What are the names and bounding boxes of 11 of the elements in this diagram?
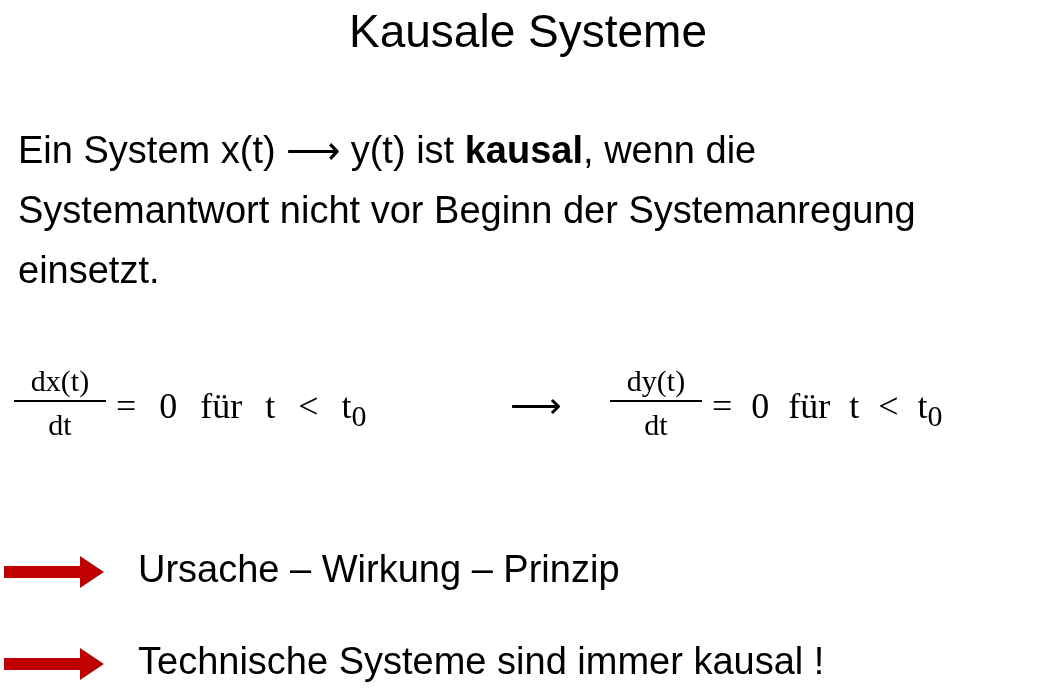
definition-paragraph: Ein System x(t) ⟶ y(t) ist kausal, wenn die Systemantwort nicht vor Beginn der Systemanregung einsetzt. <box>18 128 917 293</box>
condition-text: = 0 für t < t$_{0}$ <box>116 385 367 434</box>
fraction-numerator: dx(t) <box>14 362 106 402</box>
fraction-denominator: dt <box>643 407 669 443</box>
fraction-denominator: dt <box>47 407 73 443</box>
implication-arrow: ⟶ <box>510 385 562 427</box>
bullet-text: Ursache – Wirkung – Prinzip <box>138 548 620 591</box>
fraction-numerator: dy(t) <box>610 362 702 402</box>
condition-text: = 0 für t < t$_{0}$ <box>712 385 943 434</box>
slide-title: Kausale Systeme <box>348 4 708 58</box>
bullet-text: Technische Systeme sind immer kausal ! <box>138 640 825 683</box>
